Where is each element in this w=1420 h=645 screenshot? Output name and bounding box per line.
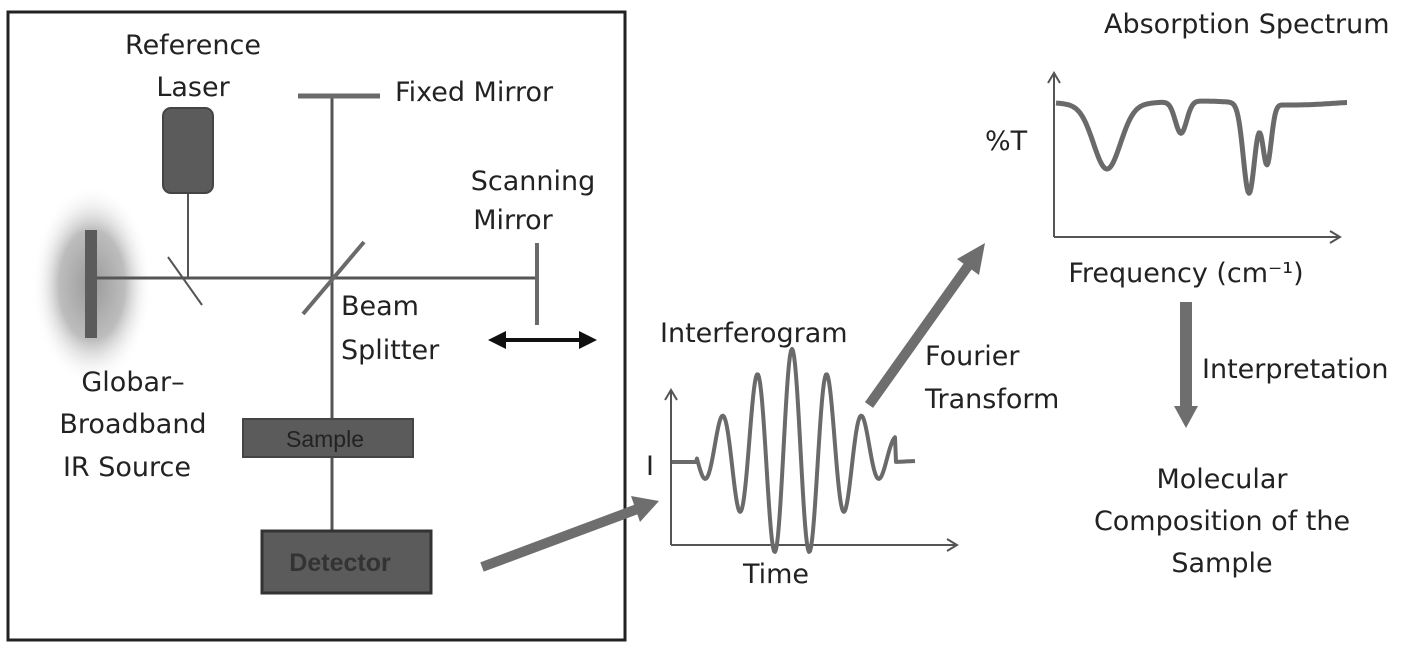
result-label-line1: Molecular [1156, 464, 1288, 495]
fourier-transform-arrowhead [957, 243, 985, 275]
source-label-line3: IR Source [63, 452, 191, 483]
interferogram-x-axis-head [946, 538, 959, 552]
scanning-mirror-label-line2: Mirror [473, 205, 553, 236]
beam-splitter-label-line2: Splitter [341, 335, 440, 366]
interpretation-arrowhead [1174, 406, 1198, 428]
detector-label: Detector [289, 549, 391, 577]
reference-laser [162, 107, 214, 194]
scan-arrow-head-right [579, 331, 597, 349]
interpretation-label: Interpretation [1202, 354, 1388, 385]
spectrum-x-axis-head [1329, 230, 1342, 244]
interferogram-x-label: Time [742, 559, 809, 590]
ir-source [85, 230, 97, 338]
scan-arrow-head-left [488, 331, 506, 349]
instrument-enclosure [6, 10, 627, 642]
interferogram-title: Interferogram [660, 318, 848, 349]
fourier-transform-arrow [864, 263, 973, 408]
laser-combiner [167, 256, 203, 306]
sample-box [242, 418, 414, 458]
result-label-line3: Sample [1171, 548, 1272, 579]
fourier-label-line1: Fourier [925, 341, 1020, 372]
source-label-line2: Broadband [59, 409, 206, 440]
interpretation-arrow-shaft [1180, 302, 1192, 408]
source-label-line1: Globar– [81, 367, 184, 398]
fixed-mirror-label: Fixed Mirror [395, 77, 554, 108]
fourier-label-line2: Transform [924, 384, 1059, 415]
detector-to-interferogram-arrowhead [631, 496, 659, 522]
interferogram-curve [671, 347, 916, 554]
beam-splitter [301, 240, 366, 316]
scanning-mirror-label-line1: Scanning [471, 166, 596, 197]
spectrum-title: Absorption Spectrum [1104, 9, 1390, 40]
spectrum-curve [1054, 98, 1349, 196]
spectrum-x-label: Frequency (cm⁻¹) [1068, 258, 1303, 289]
beam-splitter-label-line1: Beam [341, 291, 419, 322]
spectrum-y-label: %T [985, 126, 1028, 157]
interferogram-y-label: I [646, 451, 654, 482]
interferogram-y-axis-head [664, 388, 678, 401]
reference-laser-label-line1: Reference [125, 30, 261, 61]
detector-box [260, 529, 433, 595]
sample-label: Sample [286, 426, 364, 452]
result-label-line2: Composition of the [1094, 506, 1350, 537]
detector-to-interferogram-arrow [480, 503, 642, 572]
spectrum-y-axis-head [1047, 71, 1061, 84]
reference-laser-label-line2: Laser [156, 72, 230, 103]
